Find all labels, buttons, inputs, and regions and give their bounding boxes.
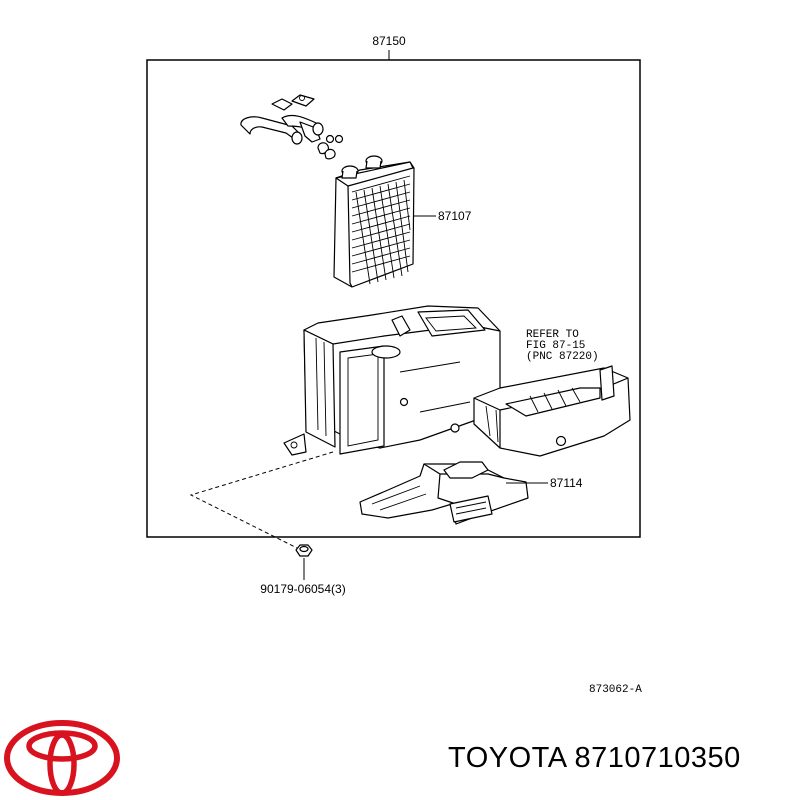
- svg-text:(PNC 87220): (PNC 87220): [526, 351, 599, 363]
- install-guide-line: [189, 451, 334, 552]
- toyota-logo-icon: [4, 720, 120, 796]
- part-label-nut: 90179-06054(3): [260, 582, 345, 596]
- svg-text:REFER TO: REFER TO: [526, 329, 579, 341]
- brand-name: TOYOTA: [448, 742, 566, 774]
- hose-clamps: [271, 94, 344, 160]
- heater-core: [333, 155, 415, 288]
- brand-part-number: TOYOTA 8710710350: [448, 742, 741, 775]
- heater-hoses: [240, 114, 324, 145]
- nut: [295, 544, 313, 557]
- assembly-frame: [146, 59, 641, 538]
- part-label-air-duct: 87114: [550, 476, 583, 490]
- refer-note: REFER TO FIG 87-15 (PNC 87220): [526, 329, 599, 363]
- part-label-heater-core: 87107: [438, 209, 472, 223]
- air-duct: [359, 461, 529, 525]
- figure-code: 873062-A: [589, 684, 642, 696]
- assembly-label: 87150: [372, 34, 406, 48]
- part-number: 8710710350: [574, 742, 741, 774]
- svg-text:FIG 87-15: FIG 87-15: [526, 340, 585, 352]
- blower-duct: [473, 365, 631, 457]
- heater-case: [283, 305, 501, 456]
